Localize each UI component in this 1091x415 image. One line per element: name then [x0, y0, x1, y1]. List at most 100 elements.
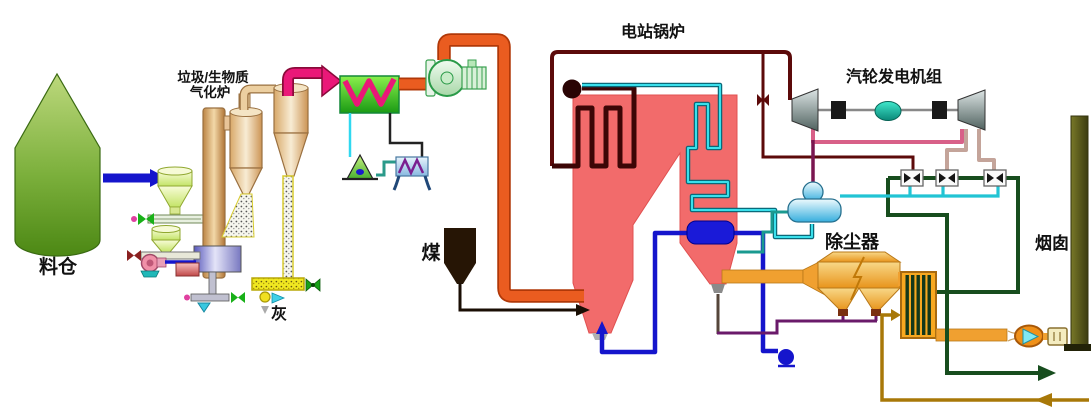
air-flow-arrow-left	[1035, 393, 1052, 407]
cyclone2-cone	[273, 132, 309, 177]
preheater-outlet-duct	[935, 328, 1008, 342]
fan-outlet-stub	[1043, 333, 1049, 340]
silo-label: 料仓	[39, 255, 78, 278]
condenser	[737, 181, 1000, 254]
scrubber-teal-line	[376, 160, 396, 177]
combustion-air-line	[880, 309, 1089, 407]
ash-conveyor	[251, 277, 321, 314]
water-up-arrow	[596, 321, 608, 334]
feed-arrow	[103, 169, 167, 187]
feedwater-heaters	[900, 169, 1007, 187]
lp-turbine	[957, 89, 986, 131]
conveyor-valve-icon	[305, 278, 314, 292]
feeder-motor-dot	[131, 216, 137, 222]
cyclone1-cone	[229, 167, 263, 195]
superheater-circuit	[582, 82, 815, 240]
gasifier-label-line2: 气化炉	[189, 84, 231, 100]
extraction-pipe-1	[945, 129, 968, 171]
small-hopper-cone	[150, 239, 182, 253]
coal-arrow-head	[576, 304, 590, 316]
chimney-stack	[1064, 115, 1091, 351]
storage-silo	[14, 72, 101, 257]
steam-drum	[562, 79, 582, 99]
fan-hub	[440, 71, 454, 85]
cyclone1-barrel	[229, 111, 263, 169]
coal-cone	[444, 263, 476, 284]
boiler-label: 电站锅炉	[621, 22, 685, 41]
backpass-ash-tip	[711, 284, 725, 293]
downcomer-pipe	[599, 230, 687, 355]
cooler-coil-zigzag	[342, 77, 397, 107]
screw-feeder	[131, 213, 204, 225]
drain-nozzle-icon	[197, 302, 211, 313]
heater-2	[935, 169, 959, 187]
screw2-valve-icon	[134, 250, 141, 261]
blower-base	[140, 270, 160, 278]
gas-scrubber	[376, 113, 432, 191]
feed-hopper	[157, 166, 193, 215]
main-steam-pipes	[550, 50, 915, 171]
ash-standpipe	[282, 175, 294, 280]
coupling-1	[831, 101, 846, 119]
boiler-body	[572, 94, 738, 334]
scrubber-coil	[397, 157, 425, 176]
gas-arrow-pipe	[283, 68, 322, 96]
blower-outlet	[156, 257, 167, 268]
ash-flow-arrow-icon	[271, 292, 286, 304]
silencer-box	[1047, 327, 1068, 346]
furnace-coil	[552, 85, 637, 169]
gasifier-label-line1: 垃圾/生物质	[177, 69, 249, 85]
drain-valve-icon	[238, 292, 245, 303]
windbox	[193, 245, 242, 273]
scrubber-leg	[392, 175, 401, 191]
burner-box	[175, 262, 200, 277]
economizer-drum	[686, 220, 735, 245]
coal-label: 煤	[421, 242, 440, 264]
exhaust-pipe	[811, 124, 964, 144]
extraction-pipes	[945, 129, 996, 171]
syngas-cooler	[339, 75, 400, 114]
heater-1	[900, 169, 924, 187]
cooling-water-pipe	[737, 210, 791, 254]
induced-draft-fan	[1007, 324, 1049, 348]
air-pipe	[880, 313, 1089, 402]
pipe	[439, 35, 584, 301]
hopper-cone	[157, 185, 193, 208]
extraction-steam-branch	[761, 52, 915, 171]
coal-bunker	[444, 228, 476, 263]
scrubber-leg	[423, 175, 432, 191]
conveyor-valve-dot	[311, 283, 315, 287]
dust-collector-label: 除尘器	[825, 231, 880, 252]
silencer	[1047, 327, 1068, 346]
drain-valve-icon	[231, 292, 238, 303]
feedwater-circuit	[596, 220, 795, 368]
air-blower-hub	[146, 259, 154, 267]
cyclone-2	[273, 83, 309, 177]
air-preheater	[900, 271, 1008, 342]
water-seal	[342, 153, 378, 181]
esp-hopper-left	[816, 287, 860, 311]
coal-feed-line	[458, 283, 576, 312]
id-fan-blade-icon	[1022, 328, 1040, 345]
coal-hopper	[444, 228, 590, 316]
cyclone-crossover-duct-fill	[240, 85, 276, 110]
chimney-label: 烟囱	[1035, 233, 1069, 253]
silo-body	[14, 72, 101, 257]
coupling-2	[932, 101, 947, 119]
gas-arrow-head	[321, 64, 343, 98]
green-flow-arrow	[1038, 365, 1056, 381]
lightning-icon	[850, 256, 865, 301]
superheater-coil	[582, 84, 813, 238]
product-gas-arrow	[282, 64, 343, 98]
extraction-pipe-2	[977, 129, 996, 171]
gasifier-bottom	[127, 225, 245, 313]
steam-valve-icon	[757, 94, 769, 106]
drum-loop-pipe	[550, 50, 792, 166]
feed-pipe	[734, 230, 778, 354]
water-seal-dot	[356, 169, 364, 175]
hopper-neck	[169, 206, 181, 215]
dust-collector-esp	[816, 251, 903, 316]
generator	[874, 101, 902, 121]
air-preheater-tubes	[905, 275, 931, 335]
green-pipe-left	[886, 178, 1038, 375]
